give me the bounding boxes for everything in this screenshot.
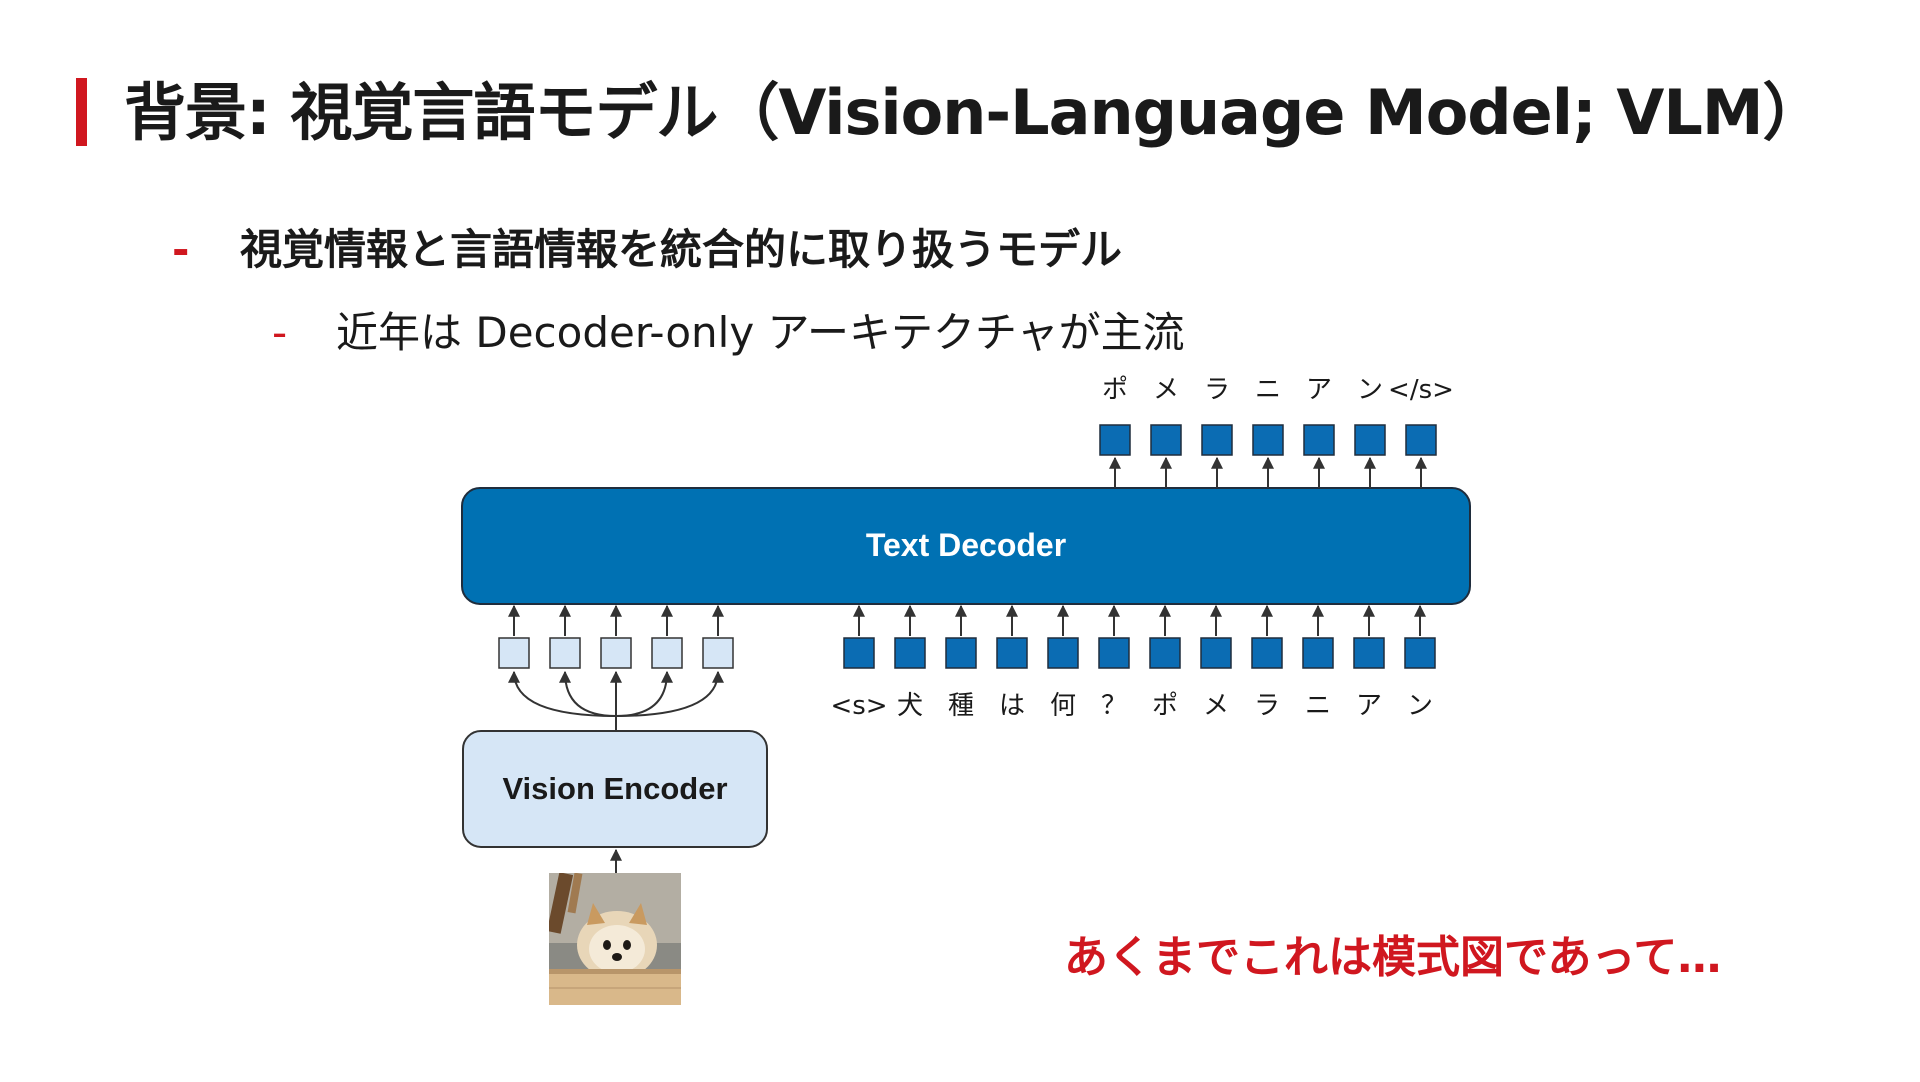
bullet-dash: - bbox=[172, 225, 190, 274]
input-token-label: ポ bbox=[1152, 691, 1178, 721]
input-token-label: ン bbox=[1407, 691, 1433, 721]
output-token-label: </s> bbox=[1388, 375, 1454, 405]
image-token bbox=[549, 637, 581, 669]
input-token-label: 犬 bbox=[897, 691, 923, 721]
fan-arrow bbox=[615, 670, 673, 717]
input-token-label: メ bbox=[1203, 691, 1229, 721]
input-token-label: 何 bbox=[1050, 691, 1076, 721]
output-token-label: ラ bbox=[1204, 375, 1230, 405]
pomeranian-photo bbox=[549, 873, 681, 1005]
output-token-label: ポ bbox=[1102, 375, 1128, 405]
title-accent-bar bbox=[76, 78, 87, 146]
image-token bbox=[651, 637, 683, 669]
input-token bbox=[1047, 637, 1079, 669]
output-token-group: ポメラニアン</s> bbox=[1099, 375, 1454, 488]
output-token bbox=[1303, 424, 1335, 456]
input-token bbox=[1353, 637, 1385, 669]
dog-image bbox=[549, 873, 681, 1005]
input-token bbox=[894, 637, 926, 669]
input-token-label: は bbox=[999, 691, 1025, 721]
output-token bbox=[1201, 424, 1233, 456]
text-decoder-box bbox=[461, 487, 1471, 605]
output-token-label: メ bbox=[1153, 375, 1179, 405]
image-token bbox=[702, 637, 734, 669]
input-token bbox=[996, 637, 1028, 669]
input-token bbox=[1200, 637, 1232, 669]
output-token-label: ン bbox=[1357, 375, 1383, 405]
encoder-fan-arrows bbox=[508, 670, 724, 731]
output-token bbox=[1099, 424, 1131, 456]
text-decoder-label: Text Decoder bbox=[866, 527, 1066, 563]
output-token-label: ニ bbox=[1255, 375, 1281, 405]
disclaimer-note: あくまでこれは模式図であって… bbox=[1064, 932, 1722, 983]
input-token bbox=[1149, 637, 1181, 669]
input-token bbox=[1251, 637, 1283, 669]
output-token bbox=[1405, 424, 1437, 456]
input-token-label: ラ bbox=[1254, 691, 1280, 721]
input-token-label: <s> bbox=[830, 691, 887, 721]
input-token-label: 種 bbox=[948, 691, 974, 721]
bullet-dash: - bbox=[272, 308, 288, 357]
output-token bbox=[1354, 424, 1386, 456]
image-token bbox=[600, 637, 632, 669]
image-token-group bbox=[498, 604, 734, 669]
input-token-label: ？ bbox=[1101, 691, 1127, 721]
output-token bbox=[1252, 424, 1284, 456]
input-token bbox=[1404, 637, 1436, 669]
fan-arrow bbox=[508, 670, 617, 717]
output-token-label: ア bbox=[1306, 375, 1332, 405]
input-token-label: ア bbox=[1356, 691, 1382, 721]
input-token bbox=[945, 637, 977, 669]
fan-arrow bbox=[615, 670, 724, 717]
bullet-text: 視覚情報と言語情報を統合的に取り扱うモデル bbox=[240, 225, 1123, 274]
vision-encoder-label: Vision Encoder bbox=[502, 771, 727, 806]
image-token bbox=[498, 637, 530, 669]
output-token bbox=[1150, 424, 1182, 456]
input-token-group: <s> 犬種は何 ？ ポメラニアン bbox=[830, 604, 1436, 721]
bullet-text: 近年は Decoder-only アーキテクチャが主流 bbox=[336, 308, 1185, 357]
input-token-label: ニ bbox=[1305, 691, 1331, 721]
input-token bbox=[1302, 637, 1334, 669]
input-token bbox=[843, 637, 875, 669]
fan-arrow bbox=[559, 670, 617, 717]
input-token bbox=[1098, 637, 1130, 669]
page-title: 背景: 視覚言語モデル（Vision-Language Model; VLM） bbox=[124, 76, 1825, 149]
